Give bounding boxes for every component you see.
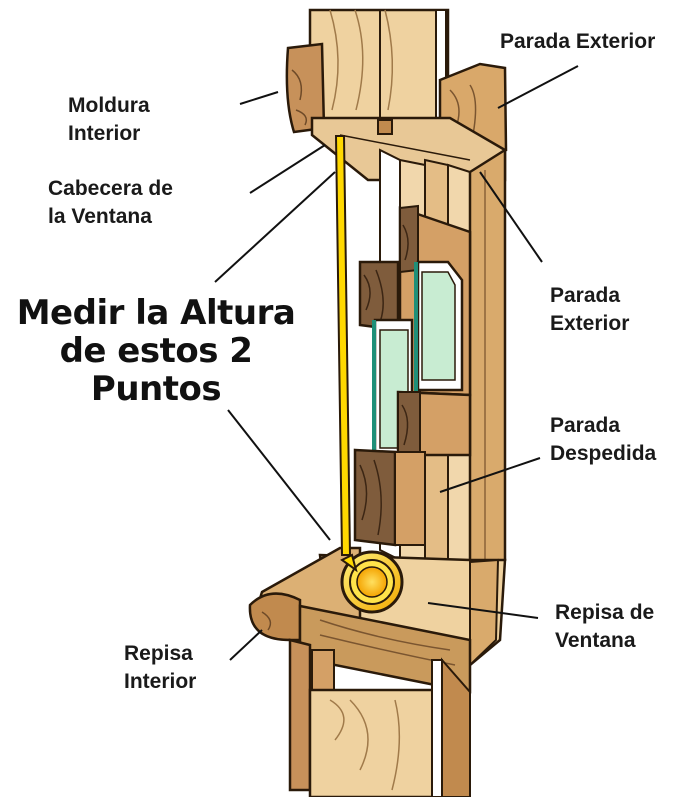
leader-parada-despedida [439, 457, 541, 493]
leader-cabecera [249, 144, 326, 194]
label-moldura-interior: Moldura Interior [68, 94, 150, 145]
leader-medir-top [214, 171, 336, 283]
interior-stool [248, 546, 472, 694]
lower-sash [353, 260, 472, 547]
leader-moldura-interior [239, 91, 279, 105]
measuring-tape [334, 135, 404, 614]
leader-repisa-ventana [427, 602, 539, 619]
label-parada-despedida: Parada Despedida [550, 414, 657, 465]
label-repisa-interior: Repisa Interior [124, 642, 197, 693]
leader-medir-bottom [227, 409, 331, 541]
measure-instruction: Medir la Altura de estos 2 Puntos [16, 293, 296, 409]
interior-casing-top [285, 42, 326, 134]
upper-sash [398, 204, 472, 397]
leader-lines [214, 65, 579, 661]
tape-measure-body [340, 550, 404, 614]
label-parada-exterior-mid: Parada Exterior [550, 284, 630, 335]
leader-parada-exterior-top [497, 65, 579, 109]
leader-repisa-interior [229, 629, 263, 661]
label-cabecera-ventana: Cabecera de la Ventana [48, 177, 173, 228]
label-repisa-ventana: Repisa de Ventana [555, 601, 655, 652]
label-parada-exterior-top: Parada Exterior [500, 30, 656, 53]
leader-parada-exterior-mid [479, 171, 543, 263]
lower-wall-stud [288, 638, 471, 797]
